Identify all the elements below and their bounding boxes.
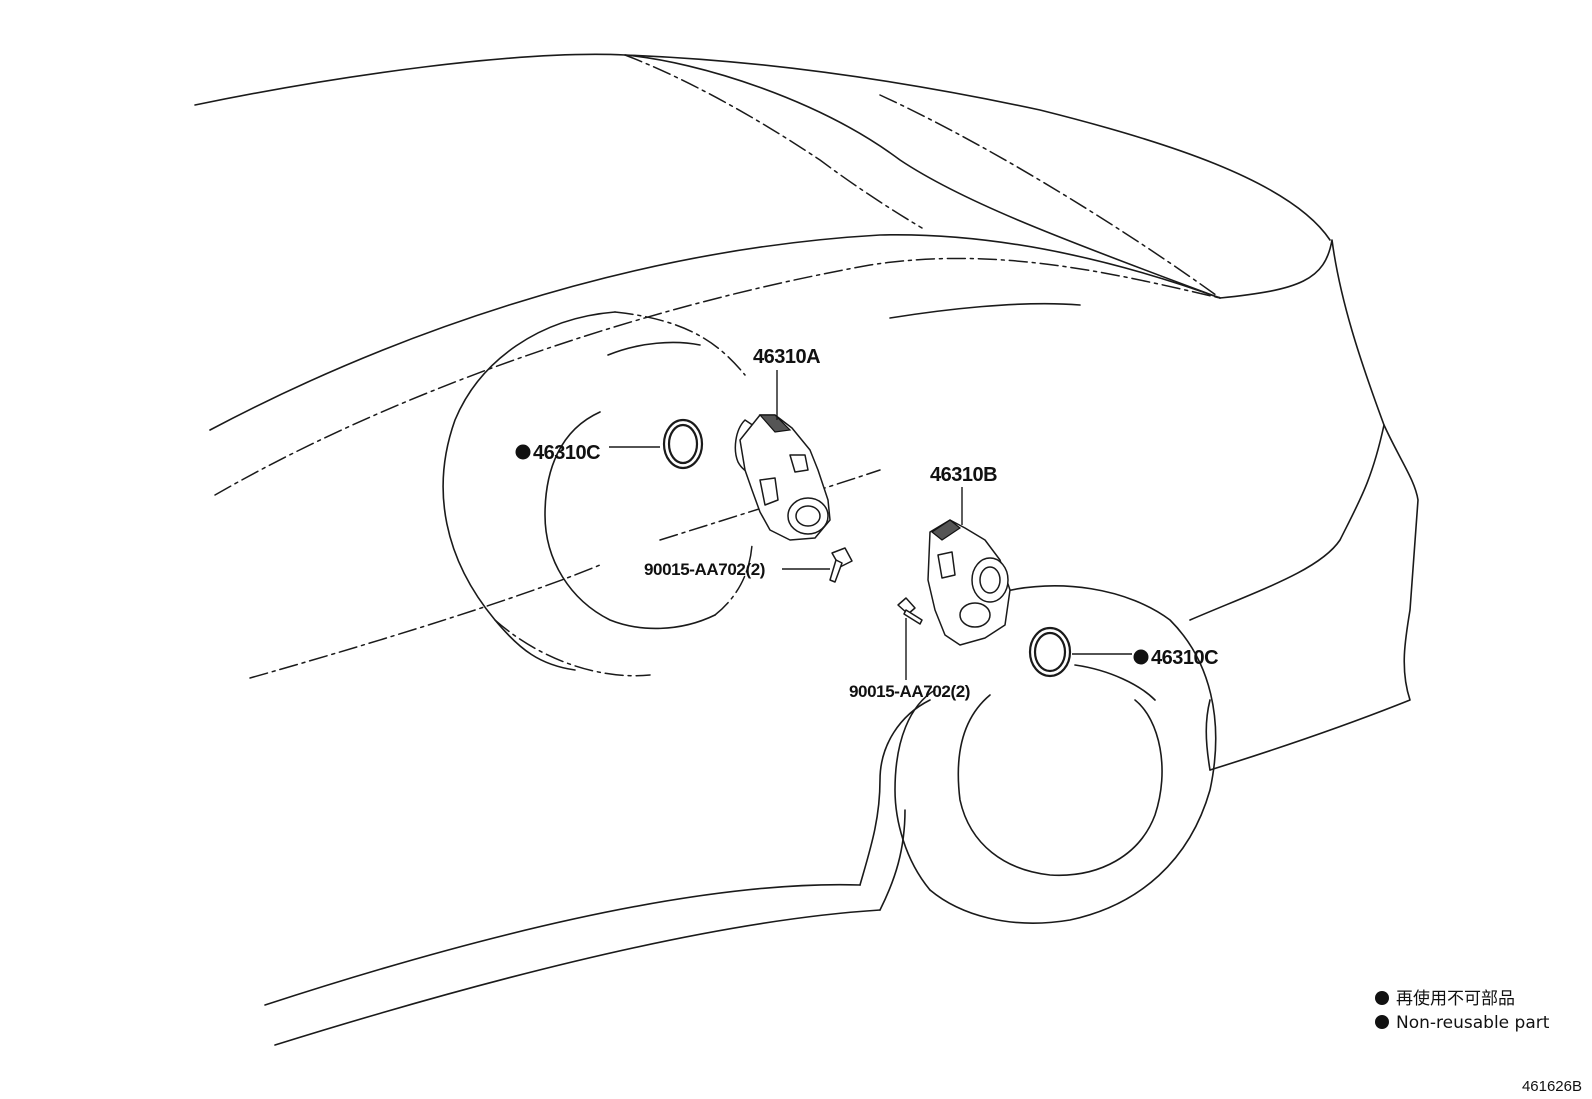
bolt-front — [829, 547, 853, 583]
vehicle-outline — [194, 53, 1419, 1046]
callout-bolt-front: 90015-AA702(2) — [644, 560, 765, 579]
non-reusable-marker-rear — [1133, 649, 1149, 665]
legend-marker-jp — [1375, 991, 1389, 1005]
document-id: 461626B — [1522, 1078, 1582, 1095]
bolt-rear — [897, 597, 923, 625]
legend: 再使用不可部品 Non-reusable part — [1375, 988, 1550, 1033]
front-wheel — [442, 311, 753, 677]
rear-wheel — [894, 585, 1217, 924]
seal-ring-front — [662, 418, 704, 470]
callout-seal-front: 46310C — [533, 442, 600, 464]
motor-assembly-front — [734, 414, 831, 541]
legend-marker-en — [1375, 1015, 1389, 1029]
legend-text-jp: 再使用不可部品 — [1396, 988, 1515, 1009]
non-reusable-marker-front — [515, 444, 531, 460]
seal-ring-rear — [1028, 626, 1072, 678]
callout-motor-rear: 46310B — [930, 464, 997, 486]
callout-motor-front: 46310A — [753, 346, 820, 368]
motor-assembly-rear — [927, 519, 1011, 646]
legend-text-en: Non-reusable part — [1396, 1013, 1550, 1033]
callout-bolt-rear: 90015-AA702(2) — [849, 682, 970, 701]
callout-seal-rear: 46310C — [1151, 647, 1218, 669]
